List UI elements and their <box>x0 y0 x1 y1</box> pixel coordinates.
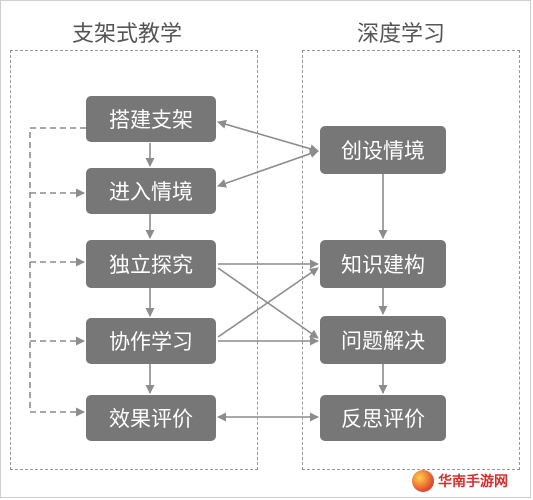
watermark-text: 华南手游网 <box>438 474 508 490</box>
node-create-context: 创设情境 <box>320 126 446 174</box>
left-column-title: 支架式教学 <box>72 22 183 47</box>
left-dashed-panel <box>10 50 258 470</box>
node-effect-evaluation: 效果评价 <box>86 395 216 441</box>
node-reflective-evaluation: 反思评价 <box>320 395 446 441</box>
watermark-logo-icon <box>412 470 434 492</box>
right-column-title: 深度学习 <box>357 22 446 47</box>
right-dashed-panel <box>302 50 520 470</box>
node-independent-inquiry: 独立探究 <box>86 240 216 288</box>
node-enter-context: 进入情境 <box>86 168 216 214</box>
node-collaborative-learning: 协作学习 <box>86 318 216 364</box>
watermark: 华南手游网 <box>412 468 522 494</box>
node-knowledge-construction: 知识建构 <box>320 240 446 288</box>
node-build-scaffold: 搭建支架 <box>86 96 216 142</box>
node-problem-solving: 问题解决 <box>320 316 446 364</box>
